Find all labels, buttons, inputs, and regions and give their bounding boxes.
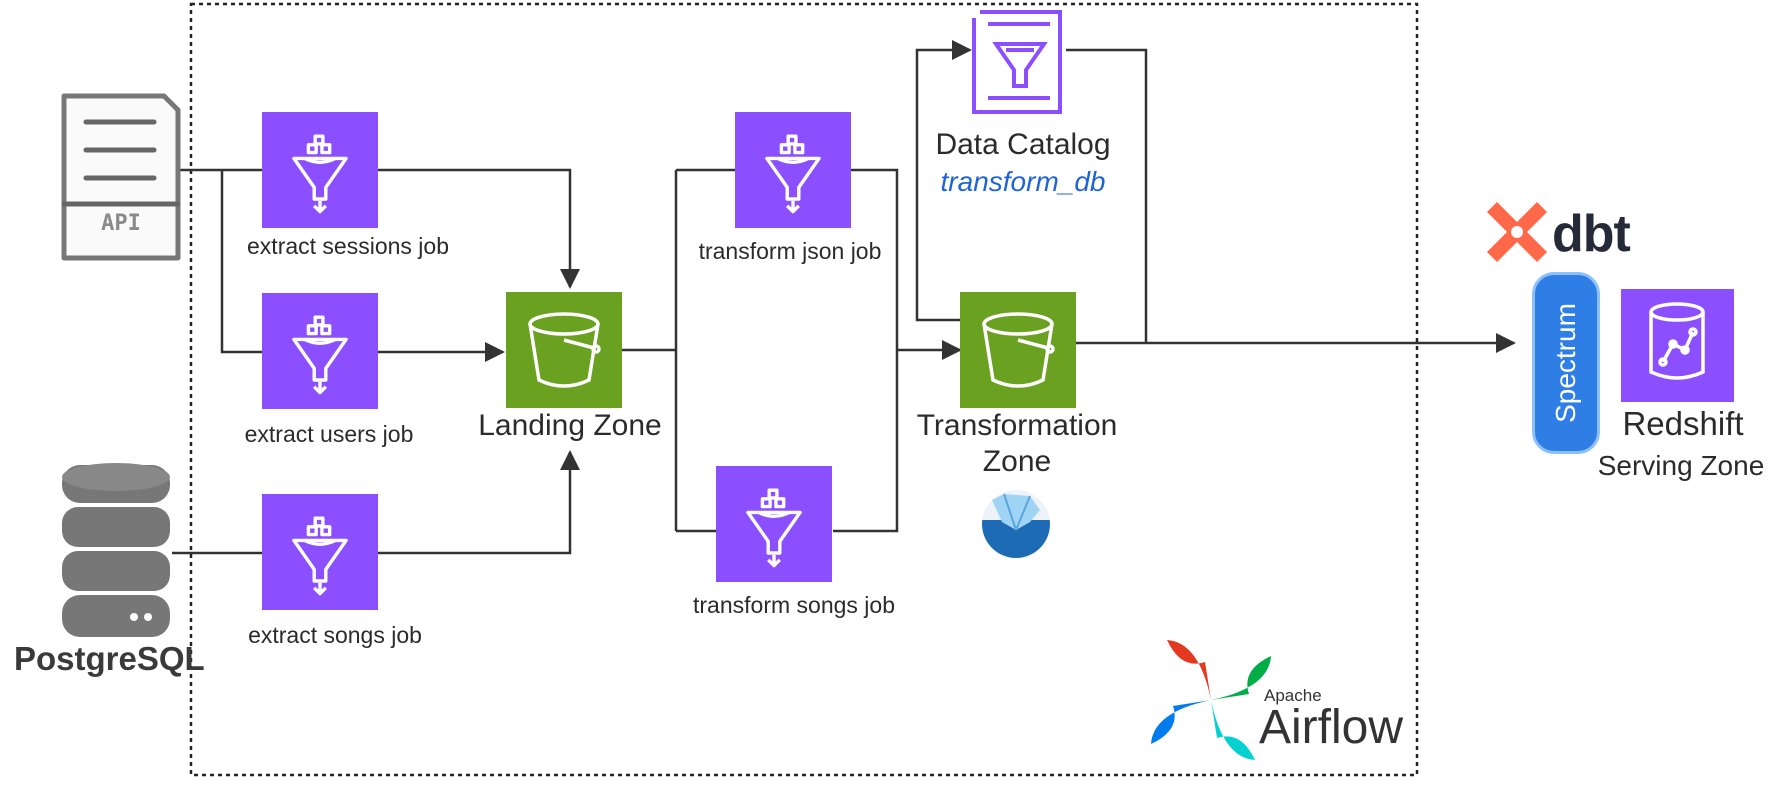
sessions-to-landing-arrow <box>378 168 580 289</box>
transform-json-label: transform json job <box>698 238 882 264</box>
landing-zone-label: Landing Zone <box>478 409 662 442</box>
dbt-logo-icon <box>1487 202 1547 262</box>
serving-zone-label: Serving Zone <box>1597 450 1765 481</box>
transformation-zone-label-line2: Zone <box>982 445 1052 478</box>
dbt-label: dbt <box>1552 205 1631 263</box>
songs-to-landing-arrow <box>378 450 580 555</box>
apache-label: Apache <box>1264 686 1322 705</box>
data-catalog-database: transform_db <box>940 166 1106 197</box>
landing-zone-bucket-icon <box>506 292 622 408</box>
redshift-label: Redshift <box>1622 405 1744 442</box>
redshift-icon <box>1621 289 1734 402</box>
api-label: API <box>101 211 141 236</box>
api-to-users-line <box>220 170 262 354</box>
extract-sessions-label: extract sessions job <box>247 233 449 259</box>
transform-json-job-icon <box>735 112 851 228</box>
extract-users-job-icon <box>262 293 378 409</box>
spectrum-label: Spectrum <box>1550 303 1581 423</box>
iceberg-icon <box>982 486 1050 558</box>
postgres-label: PostgreSQL <box>14 640 205 677</box>
extract-songs-job-icon <box>262 494 378 610</box>
catalog-icon <box>972 10 1062 114</box>
transformation-zone-bucket-icon <box>960 292 1076 408</box>
spectrum-pill: Spectrum <box>1532 272 1600 454</box>
extract-sessions-job-icon <box>262 112 378 228</box>
document-icon <box>61 93 181 261</box>
transform-songs-label: transform songs job <box>693 592 895 618</box>
airflow-pinwheel-icon <box>1151 640 1271 760</box>
data-catalog-title: Data Catalog <box>935 128 1111 161</box>
extract-users-label: extract users job <box>244 421 414 447</box>
database-icon <box>62 463 170 637</box>
transformation-zone-label-line1: Transformation <box>916 409 1118 442</box>
airflow-boundary <box>189 2 1419 777</box>
catalog-to-serving-line <box>1066 48 1148 343</box>
extract-songs-label: extract songs job <box>248 622 422 648</box>
connectors <box>172 40 1516 555</box>
landing-branch-line <box>622 170 678 531</box>
transform-songs-job-icon <box>716 466 832 582</box>
transform-to-catalog-arrow <box>915 40 972 322</box>
airflow-label: Airflow <box>1259 701 1404 754</box>
